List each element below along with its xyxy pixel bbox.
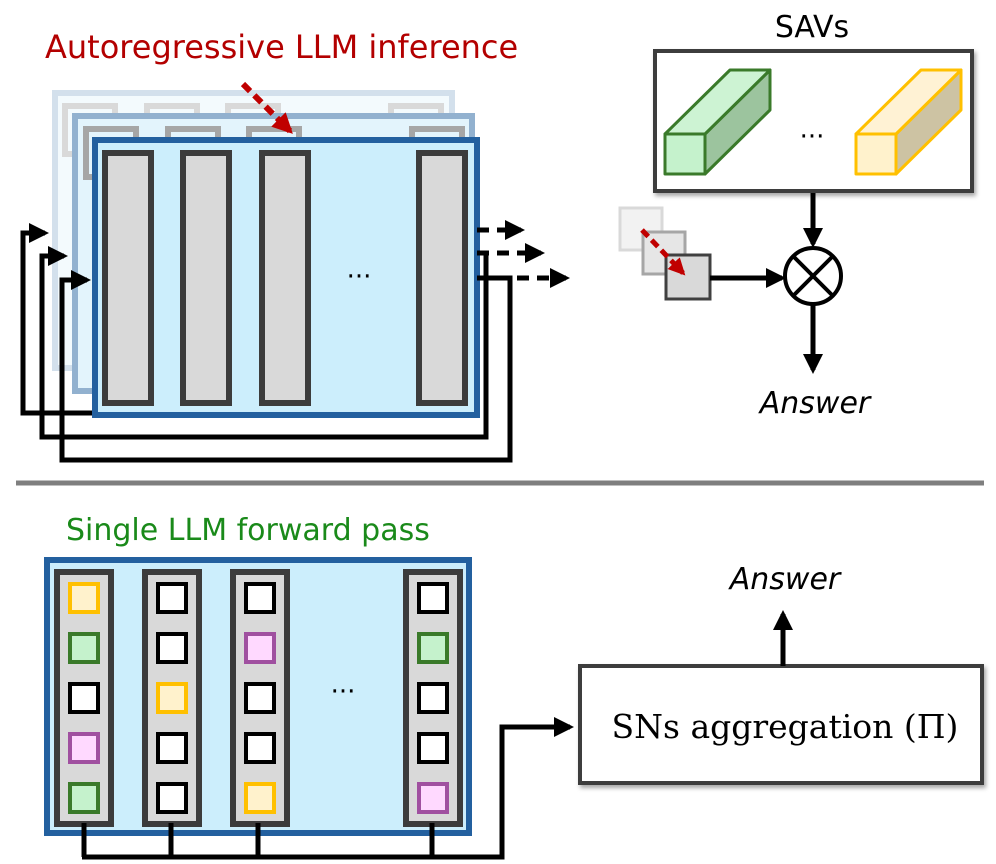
sav-yellow-vector-icon [854, 68, 963, 176]
head-cell-pink [68, 732, 100, 764]
head-cell-white [244, 582, 276, 614]
savs-title: SAVs [775, 10, 849, 45]
blocks-ellipsis: ··· [347, 262, 372, 292]
sns-aggregation-label: SNs aggregation (Π) [612, 707, 959, 746]
head-cell-yellow [156, 682, 188, 714]
attention-head-columns [54, 569, 463, 827]
head-cell-white [417, 582, 449, 614]
head-cell-white [156, 782, 188, 814]
head-cell-white [417, 682, 449, 714]
sav-green-vector-icon [663, 68, 772, 176]
output-arrows [477, 220, 570, 288]
autoregressive-title: Autoregressive LLM inference [45, 28, 518, 66]
bottom-answer-label: Answer [728, 562, 842, 597]
head-cell-white [244, 732, 276, 764]
head-cell-green [68, 782, 100, 814]
transformer-block-1 [102, 150, 154, 406]
columns-ellipsis: ··· [331, 677, 356, 707]
transformer-block-n [416, 150, 468, 406]
product-operator-icon [783, 246, 843, 306]
aggregation-wiring [81, 717, 574, 860]
transformer-block-2 [180, 150, 232, 406]
head-cell-yellow [68, 582, 100, 614]
head-cell-white [156, 732, 188, 764]
llm-layer-front: ··· [92, 137, 480, 418]
head-cell-white [156, 582, 188, 614]
head-cell-green [68, 632, 100, 664]
head-cell-yellow [244, 782, 276, 814]
head-cell-white [417, 732, 449, 764]
single-pass-title: Single LLM forward pass [66, 513, 430, 548]
token-step-arrow [640, 228, 686, 276]
head-cell-white [68, 682, 100, 714]
head-cell-green [417, 632, 449, 664]
head-cell-white [156, 632, 188, 664]
transformer-block-3 [259, 150, 311, 406]
inference-step-arrow [240, 81, 293, 134]
head-cell-white [244, 682, 276, 714]
savs-ellipsis: ··· [800, 122, 825, 152]
head-cell-pink [417, 782, 449, 814]
top-answer-label: Answer [758, 386, 872, 421]
head-cell-pink [244, 632, 276, 664]
